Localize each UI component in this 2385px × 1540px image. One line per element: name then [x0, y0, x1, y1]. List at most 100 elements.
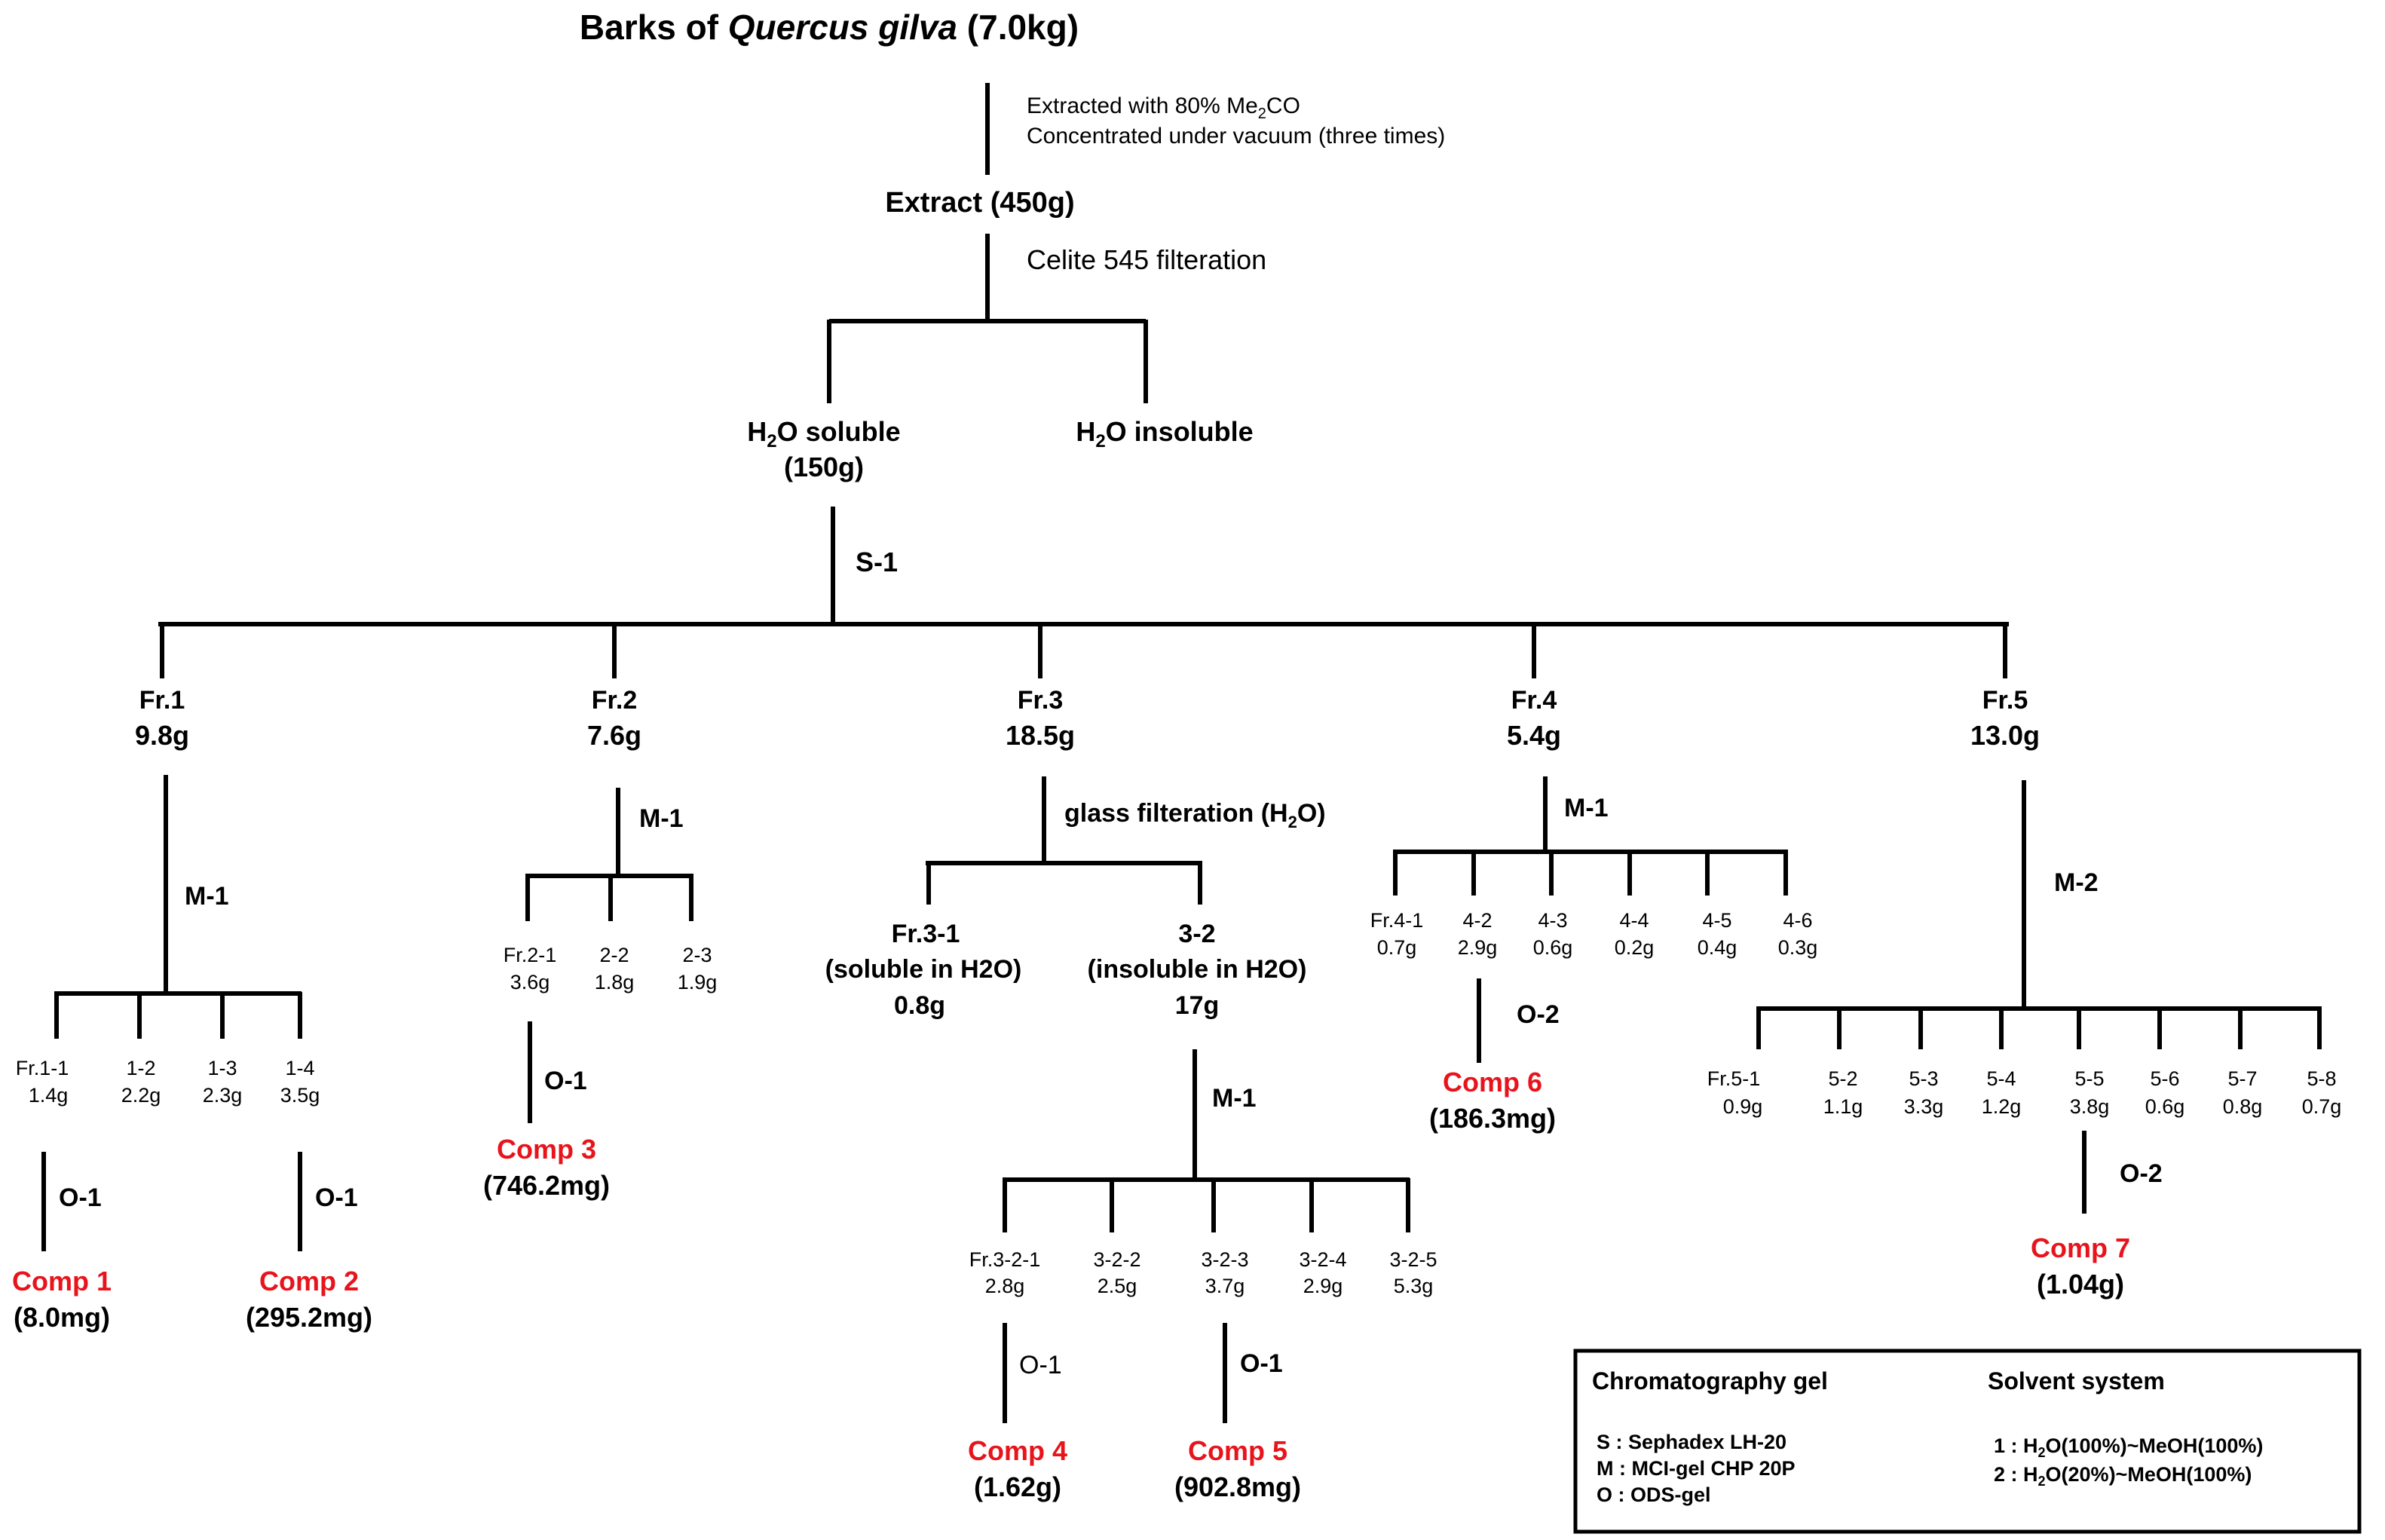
fraction-amount: 13.0g [1970, 720, 2040, 751]
s1-method-label: S-1 [856, 547, 898, 577]
subfraction-label: 4-5 [1702, 909, 1731, 932]
o-method-label: O-1 [544, 1067, 587, 1095]
fraction-label: Fr.2 [592, 686, 637, 715]
subfraction-amount: 0.7g [1377, 936, 1417, 959]
o-method-label: O-1 [315, 1183, 358, 1212]
compound-5-amount: (902.8mg) [1174, 1471, 1301, 1502]
fr5-method-label: M-2 [2054, 868, 2099, 897]
fr1-method-label: M-1 [185, 882, 229, 911]
subfraction-label: 2-3 [682, 944, 712, 966]
legend-box [1573, 1349, 2362, 1534]
subfraction-label: 5-8 [2307, 1067, 2336, 1090]
subfraction-label: 4-4 [1619, 909, 1649, 932]
line-color-ref: #000000 [1, 1537, 8, 1538]
subfraction-label: 4-3 [1538, 909, 1567, 932]
legend-gel-item: O : ODS-gel [1597, 1483, 1711, 1506]
subfraction-label: Fr.3-2-1 [969, 1248, 1041, 1271]
compound-7-amount: (1.04g) [2037, 1269, 2124, 1300]
fraction-amount: 7.6g [587, 720, 641, 751]
subfraction-amount: 0.9g [1723, 1095, 1763, 1118]
o-method-label: O-1 [1240, 1349, 1283, 1378]
compound-5-label: Comp 5 [1188, 1435, 1287, 1466]
subfraction-amount: 0.6g [1533, 936, 1573, 959]
fr3-insoluble-name: 3-2 [1178, 920, 1215, 948]
legend-solvent-item: 1 : H2O(100%)~MeOH(100%) [1994, 1434, 2263, 1460]
subfraction-label: 5-6 [2150, 1067, 2179, 1090]
subfraction-label: 3-2-3 [1201, 1248, 1248, 1271]
subfraction-amount: 1.9g [678, 971, 718, 993]
subfraction-label: 2-2 [599, 944, 629, 966]
fr3-method-label: M-1 [1212, 1084, 1257, 1113]
subfraction-amount: 3.7g [1205, 1275, 1245, 1297]
o-method-label: O-2 [1517, 1000, 1560, 1029]
subfraction-amount: 2.5g [1098, 1275, 1137, 1297]
fraction-amount: 5.4g [1507, 720, 1561, 751]
celite-filtration-label: Celite 545 filteration [1027, 244, 1266, 275]
subfraction-label: 4-6 [1783, 909, 1812, 932]
subfraction-amount: 0.3g [1778, 936, 1818, 959]
subfraction-amount: 2.3g [203, 1084, 243, 1107]
legend-solvent-item: 2 : H2O(20%)~MeOH(100%) [1994, 1463, 2252, 1489]
fraction-label: Fr.1 [139, 686, 185, 715]
fr3-insoluble-amount: 17g [1175, 991, 1220, 1020]
subfraction-amount: 2.2g [121, 1084, 161, 1107]
fr2-method-label: M-1 [639, 804, 684, 833]
subfraction-label: Fr.5-1 [1707, 1067, 1761, 1090]
subfraction-amount: 3.8g [2070, 1095, 2110, 1118]
subfraction-amount: 0.2g [1615, 936, 1655, 959]
compound-2-amount: (295.2mg) [246, 1302, 372, 1333]
subfraction-label: 5-5 [2074, 1067, 2104, 1090]
extraction-step-line2: Concentrated under vacuum (three times) [1027, 124, 1445, 148]
compound-2-label: Comp 2 [259, 1266, 359, 1297]
subfraction-amount: 2.8g [985, 1275, 1025, 1297]
subfraction-amount: 2.9g [1303, 1275, 1343, 1297]
subfraction-amount: 3.3g [1904, 1095, 1944, 1118]
scheme-title: Barks of Quercus gilva (7.0kg) [580, 8, 1079, 47]
o-method-label: O-1 [1019, 1351, 1062, 1379]
water-soluble-label: H2O soluble [747, 416, 900, 452]
fraction-amount: 9.8g [135, 720, 189, 751]
fr3-soluble-name: Fr.3-1 [892, 920, 960, 948]
subfraction-amount: 3.5g [280, 1084, 320, 1107]
legend-gel-item: S : Sephadex LH-20 [1597, 1431, 1786, 1453]
subfraction-label: Fr.1-1 [16, 1057, 69, 1079]
subfraction-label: 5-4 [1986, 1067, 2016, 1090]
compound-1-amount: (8.0mg) [14, 1302, 110, 1333]
subfraction-amount: 5.3g [1394, 1275, 1434, 1297]
subfraction-label: 3-2-5 [1389, 1248, 1437, 1271]
o-method-label: O-1 [59, 1183, 102, 1212]
compound-4-amount: (1.62g) [974, 1471, 1061, 1502]
subfraction-amount: 0.4g [1698, 936, 1737, 959]
compound-4-label: Comp 4 [968, 1435, 1067, 1466]
fr3-soluble-amount: 0.8g [894, 991, 945, 1020]
fr3-soluble-desc: (soluble in H2O) [825, 955, 1022, 984]
fraction-label: Fr.4 [1511, 686, 1557, 715]
subfraction-amount: 0.7g [2302, 1095, 2342, 1118]
fraction-label: Fr.3 [1018, 686, 1063, 715]
subfraction-amount: 1.1g [1823, 1095, 1863, 1118]
fr4-method-label: M-1 [1564, 794, 1609, 822]
subfraction-amount: 0.8g [2223, 1095, 2263, 1118]
subfraction-amount: 1.8g [595, 971, 635, 993]
subfraction-amount: 1.2g [1982, 1095, 2022, 1118]
fr3-insoluble-desc: (insoluble in H2O) [1088, 955, 1307, 984]
subfraction-amount: 0.6g [2145, 1095, 2185, 1118]
subfraction-label: 5-2 [1828, 1067, 1857, 1090]
water-insoluble-label: H2O insoluble [1076, 416, 1253, 452]
compound-6-label: Comp 6 [1443, 1067, 1542, 1098]
legend-gel-title: Chromatography gel [1592, 1367, 1828, 1395]
fraction-amount: 18.5g [1006, 720, 1075, 751]
subfraction-label: Fr.4-1 [1370, 909, 1424, 932]
subfraction-label: 5-3 [1909, 1067, 1938, 1090]
fraction-label: Fr.5 [1982, 686, 2028, 715]
extraction-step-line1: Extracted with 80% Me2CO [1027, 93, 1300, 122]
subfraction-amount: 1.4g [29, 1084, 69, 1107]
compound-6-amount: (186.3mg) [1429, 1103, 1556, 1134]
subfraction-label: 1-3 [207, 1057, 237, 1079]
subfraction-label: 3-2-2 [1093, 1248, 1140, 1271]
water-soluble-amount: (150g) [784, 452, 864, 482]
o-method-label: O-2 [2120, 1159, 2163, 1188]
subfraction-label: 3-2-4 [1299, 1248, 1346, 1271]
extract-label: Extract (450g) [885, 187, 1074, 219]
